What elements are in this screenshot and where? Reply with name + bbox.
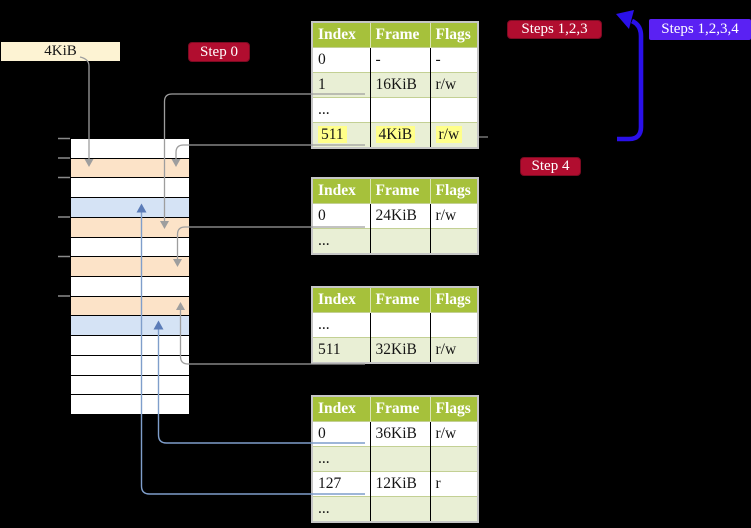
page-table-level4: Index Frame Flags 0 - - 1 16KiB r/w ... … [311,21,479,149]
highlight-mark: r/w [435,126,463,143]
memory-frame-row-white [71,354,189,375]
memory-frame-row-blue [71,197,189,217]
memory-frame-row-white [71,335,189,355]
column-header: Flags [430,22,478,48]
table-row: ... [312,228,478,254]
frame-address-label: 4KiB [1,42,120,61]
physical-memory-column [70,138,190,415]
memory-frame-row-white [71,139,189,158]
table-row: 0 24KiB r/w [312,203,478,229]
page-table-level3: Index Frame Flags 0 24KiB r/w ... [311,177,479,255]
memory-frame-row-orange [71,256,189,277]
address-ticks [58,137,70,297]
table-row: 0 36KiB r/w [312,421,478,447]
column-header: Flags [430,287,478,313]
table-row-highlighted: 511 4KiB r/w [312,122,478,148]
table-header-row: Index Frame Flags [312,22,478,48]
memory-frame-row-white [71,394,189,415]
steps-1234-badge: Steps 1,2,3,4 [649,19,751,40]
table-row: 511 32KiB r/w [312,337,478,363]
step4-badge: Step 4 [520,157,581,176]
page-table-level1: Index Frame Flags 0 36KiB r/w ... 127 12… [311,395,479,523]
memory-frame-row-white [71,276,189,296]
table-row: ... [312,312,478,338]
table-row: ... [312,446,478,472]
column-header: Index [312,178,371,204]
memory-frame-row-orange [71,216,189,237]
table-row: 127 12KiB r [312,471,478,497]
table-row: ... [312,97,478,123]
table-row: ... [312,496,478,522]
steps-123-badge: Steps 1,2,3 [507,20,602,39]
page-table-level2: Index Frame Flags ... 511 32KiB r/w [311,286,479,364]
column-header: Frame [370,287,431,313]
table-header-row: Index Frame Flags [312,396,478,422]
column-header: Index [312,287,371,313]
column-header: Index [312,22,371,48]
memory-frame-row-orange [71,157,189,178]
arrow-head-left [616,10,634,29]
memory-frame-row-orange [71,295,189,316]
column-header: Frame [370,22,431,48]
column-header: Frame [370,178,431,204]
column-header: Flags [430,396,478,422]
memory-frame-row-white [71,374,189,395]
highlight-mark: 511 [318,126,347,143]
column-header: Frame [370,396,431,422]
step0-badge: Step 0 [188,42,250,62]
memory-frame-row-white [71,236,189,257]
highlight-mark: 4KiB [375,126,416,143]
table-header-row: Index Frame Flags [312,178,478,204]
table-header-row: Index Frame Flags [312,287,478,313]
column-header: Flags [430,178,478,204]
memory-frame-row-blue [71,315,189,336]
column-header: Index [312,396,371,422]
recursive-loop-arrow [617,18,644,142]
memory-frame-row-white [71,177,189,198]
table-row: 0 - - [312,47,478,73]
table-row: 1 16KiB r/w [312,72,478,98]
